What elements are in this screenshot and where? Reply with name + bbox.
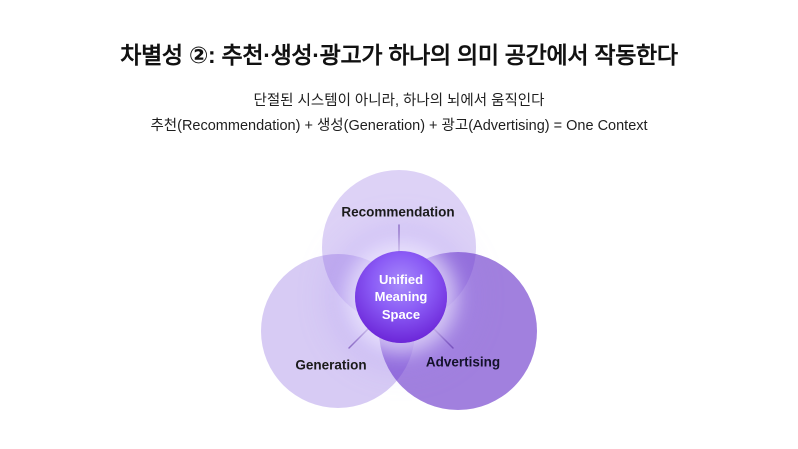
unified-meaning-space-circle: Unified Meaning Space bbox=[355, 251, 447, 343]
subtitle-line-1: 단절된 시스템이 아니라, 하나의 뇌에서 움직인다 bbox=[253, 93, 545, 109]
recommendation-label: Recommendation bbox=[341, 204, 455, 220]
unified-meaning-space-label: Unified Meaning Space bbox=[374, 271, 428, 322]
subtitle-line-2: 추천(Recommendation) + 생성(Generation) + 광고… bbox=[150, 118, 648, 134]
advertising-label: Advertising bbox=[425, 354, 501, 370]
slide-title: 차별성 ②: 추천·생성·광고가 하나의 의미 공간에서 작동한다 bbox=[120, 42, 678, 68]
generation-label: Generation bbox=[295, 357, 367, 373]
